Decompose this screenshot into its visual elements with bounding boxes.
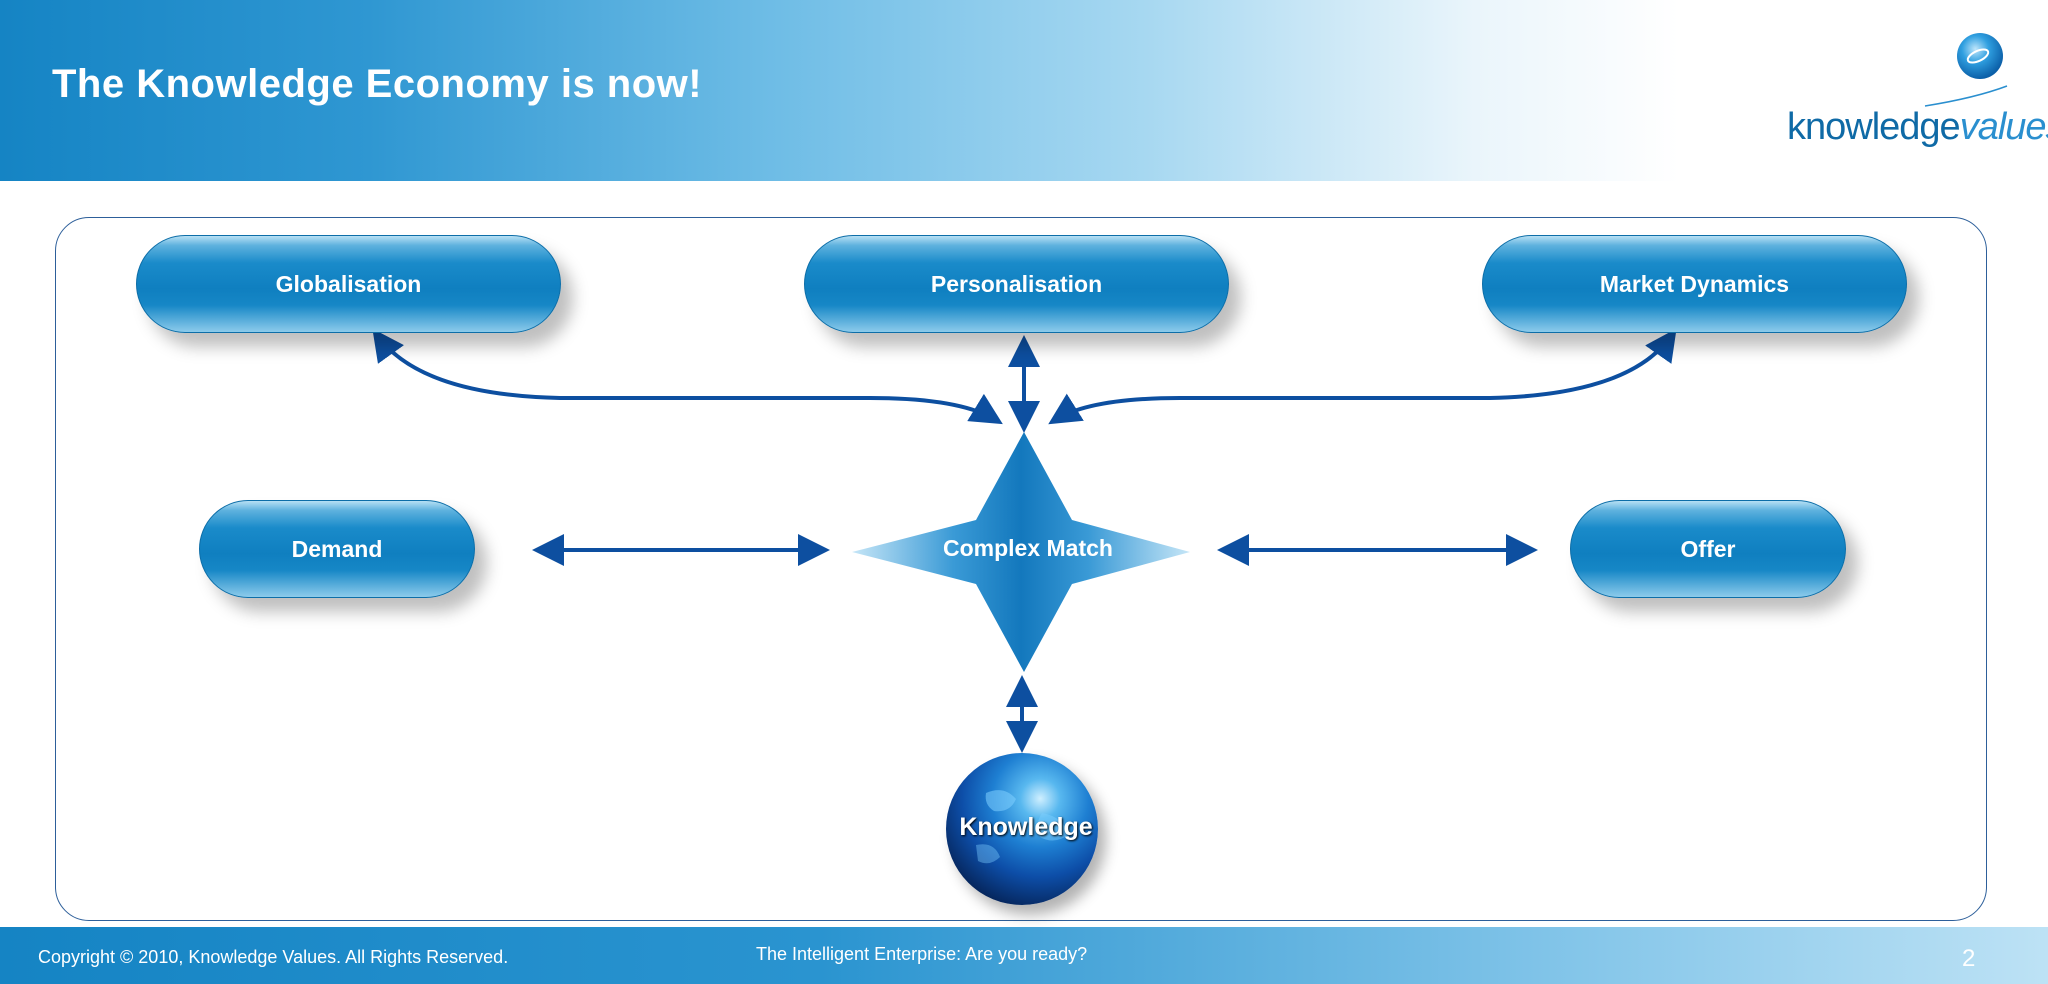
header-banner: The Knowledge Economy is now! xyxy=(0,0,2048,181)
node-market-dynamics: Market Dynamics xyxy=(1482,235,1907,333)
node-globalisation: Globalisation xyxy=(136,235,561,333)
logo-text-main: knowledge xyxy=(1787,106,1961,148)
node-demand: Demand xyxy=(199,500,475,598)
node-complex-match-label: Complex Match xyxy=(943,535,1113,561)
logo-wordmark: knowledgevalues xyxy=(1787,106,2048,149)
node-offer: Offer xyxy=(1570,500,1846,598)
globe-continents xyxy=(976,790,1068,864)
knowledge-globe-icon xyxy=(946,753,1098,905)
footer-bar: Copyright © 2010, Knowledge Values. All … xyxy=(0,927,2048,984)
node-personalisation: Personalisation xyxy=(804,235,1229,333)
arrow-market-match xyxy=(1048,328,1677,425)
footer-copyright: Copyright © 2010, Knowledge Values. All … xyxy=(38,947,509,967)
arrow-globalisation-match xyxy=(372,328,1003,425)
page-title: The Knowledge Economy is now! xyxy=(52,62,703,106)
diagram-frame xyxy=(55,217,1987,921)
node-knowledge-label: Knowledge xyxy=(959,813,1093,841)
logo-text-accent: values xyxy=(1959,106,2048,148)
complex-match-star xyxy=(852,432,1190,672)
logo-globe-icon xyxy=(1924,33,2008,107)
company-logo: knowledgevalues xyxy=(1775,28,2048,158)
footer-tagline: The Intelligent Enterprise: Are you read… xyxy=(756,944,1088,964)
page-number: 2 xyxy=(1962,945,1976,972)
